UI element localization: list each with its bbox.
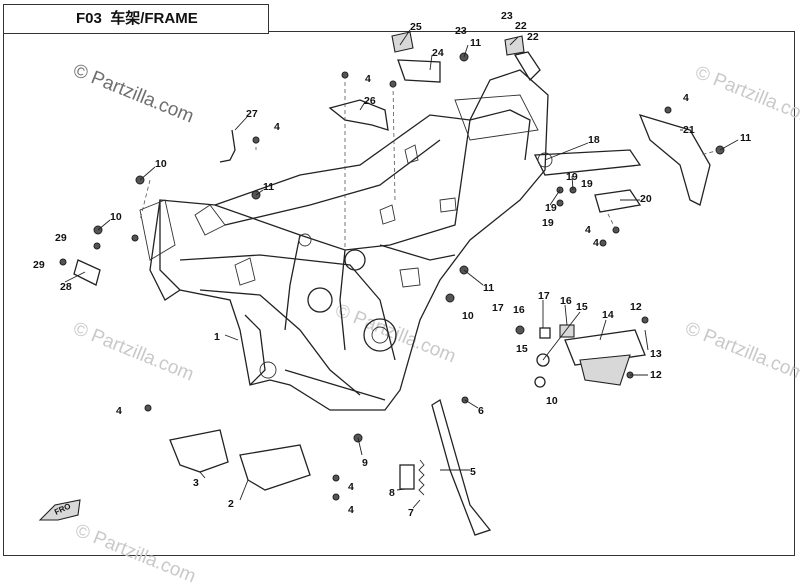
- bracket-24: [397, 59, 441, 83]
- callout-4e: 4: [365, 73, 371, 85]
- washer-15: [536, 353, 550, 367]
- callout-26: 26: [364, 95, 376, 107]
- callout-4f: 4: [683, 92, 689, 104]
- callout-4a: 4: [274, 121, 280, 133]
- callout-4d: 4: [348, 504, 354, 516]
- callout-18: 18: [588, 134, 600, 146]
- callout-19b: 19: [566, 171, 578, 183]
- bracket-21: [638, 113, 711, 206]
- frame-exploded-diagram: FRO: [33, 10, 751, 536]
- callout-21: 21: [683, 124, 695, 136]
- callouts: 1 2 3 4 4 4 4 4 4 4 4 5 6 7 8 9 10 10 10…: [33, 10, 751, 519]
- callout-4g: 4: [585, 224, 591, 236]
- hardware: [59, 52, 725, 501]
- callout-17b: 17: [492, 302, 504, 314]
- bracket-20: [594, 189, 642, 213]
- callout-9: 9: [362, 457, 368, 469]
- callout-11b: 11: [470, 37, 481, 49]
- callout-2: 2: [228, 498, 234, 510]
- callout-23b: 23: [501, 10, 513, 22]
- callout-11a: 11: [263, 181, 274, 193]
- callout-19d: 19: [542, 217, 554, 229]
- spring-7: [418, 459, 425, 496]
- title-code: F03: [76, 10, 102, 27]
- diagram-border: [3, 31, 795, 556]
- callout-22a: 22: [515, 20, 527, 32]
- callout-4b: 4: [116, 405, 122, 417]
- callout-13: 13: [650, 348, 662, 360]
- diagram-title: F03 车架/FRAME: [3, 4, 269, 34]
- wire-27: [219, 129, 236, 163]
- callout-15a: 15: [576, 301, 588, 313]
- bar-18: [533, 149, 642, 176]
- side-stand-5: [431, 398, 492, 536]
- bracket-26: [328, 99, 389, 131]
- title-name: 车架/FRAME: [110, 10, 198, 27]
- callout-6: 6: [478, 405, 484, 417]
- callout-17a: 17: [538, 290, 550, 302]
- callout-25: 25: [410, 21, 422, 33]
- callout-4h: 4: [593, 237, 599, 249]
- callout-12b: 12: [650, 369, 662, 381]
- bracket-28: [73, 259, 101, 286]
- callout-10b: 10: [110, 211, 122, 223]
- callout-8: 8: [389, 487, 395, 499]
- callout-4c: 4: [348, 481, 354, 493]
- callout-14: 14: [602, 309, 614, 321]
- callout-29b: 29: [33, 259, 45, 271]
- callout-23a: 23: [455, 25, 467, 37]
- callout-16b: 16: [513, 304, 525, 316]
- callout-15b: 15: [516, 343, 528, 355]
- callout-10d: 10: [546, 395, 558, 407]
- bolt-17: [539, 327, 551, 339]
- callout-19a: 19: [545, 202, 557, 214]
- bracket-22b: [513, 51, 541, 82]
- leader-lines: [64, 29, 739, 509]
- callout-7: 7: [408, 507, 414, 519]
- callout-3: 3: [193, 477, 199, 489]
- callout-1: 1: [214, 331, 220, 343]
- part-8: [399, 464, 415, 490]
- clip-22: [504, 35, 525, 56]
- bracket-13: [579, 354, 631, 386]
- callout-16a: 16: [560, 295, 572, 307]
- callout-28: 28: [60, 281, 72, 293]
- washer-10b: [534, 376, 546, 388]
- callout-24: 24: [432, 47, 444, 59]
- callout-11d: 11: [740, 132, 751, 144]
- callout-22b: 22: [527, 31, 539, 43]
- bracket-2: [239, 444, 311, 491]
- callout-29a: 29: [55, 232, 67, 244]
- callout-20: 20: [640, 193, 652, 205]
- front-arrow-icon: [38, 499, 81, 521]
- callout-10c: 10: [462, 310, 474, 322]
- callout-10a: 10: [155, 158, 167, 170]
- ring-18: [537, 152, 553, 168]
- callout-11c: 11: [483, 282, 494, 294]
- callout-19c: 19: [581, 178, 593, 190]
- callout-27: 27: [246, 108, 258, 120]
- main-frame: [139, 69, 549, 411]
- callout-5: 5: [470, 466, 476, 478]
- bracket-3: [169, 429, 229, 473]
- callout-12a: 12: [630, 301, 642, 313]
- bracket-14: [564, 329, 646, 366]
